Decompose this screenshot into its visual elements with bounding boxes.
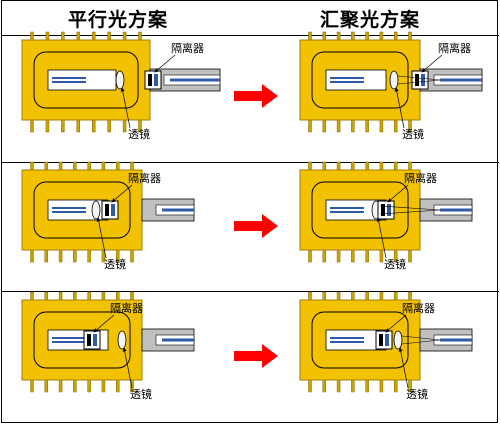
laser-chip [52,77,86,79]
isolator-core [93,334,97,346]
laser-chip [52,341,86,343]
laser-chip [52,81,86,83]
isolator-core [154,74,158,86]
output-fiber [162,338,194,342]
isolator-core [87,334,91,346]
laser-chip [330,77,364,79]
chip-substrate [47,69,117,91]
isolator-leader [421,54,443,73]
beam-line [379,209,441,215]
isolator-core [385,334,389,346]
inner-frame [33,311,131,369]
row-divider-2 [2,291,499,292]
lens [117,330,127,350]
isolator [101,200,119,220]
isolator-core [381,204,385,216]
row-divider-1 [2,162,499,163]
isolator-leader [387,184,409,203]
lens-leader [376,217,387,259]
output-fiber [162,208,194,212]
lens-leader [120,87,131,129]
output-fiber [170,78,220,82]
laser-chip [330,341,364,343]
header: 平行光方案 汇聚光方案 [2,1,499,35]
output-fiber [440,338,472,342]
lens [389,70,399,90]
lens-label: 透镜 [104,257,126,271]
isolator-leader [385,314,407,333]
beam-line [401,335,441,341]
isolator-core [415,74,419,86]
inner-frame [311,181,409,239]
isolator-label: 隔离器 [128,171,161,185]
chip-substrate [325,69,387,91]
right-column-title: 汇聚光方案 [320,9,421,31]
inner-frame [311,51,409,109]
isolator-core [387,204,391,216]
isolator-label: 隔离器 [404,171,437,185]
laser-chip [330,211,364,213]
lens-label: 透镜 [130,387,152,401]
isolator [411,70,429,90]
output-fiber [440,208,472,212]
lens-label: 透镜 [128,127,150,141]
lens-label: 透镜 [406,387,428,401]
lens-leader [122,347,133,389]
lens [115,70,125,90]
beam-line [379,205,441,211]
lens-leader [96,217,107,259]
isolator-label: 隔离器 [438,41,471,55]
isolator [375,330,393,350]
laser-chip [52,211,86,213]
isolator [144,70,162,90]
beam-line [401,339,441,345]
isolator-leader [111,184,133,203]
lens-label: 透镜 [402,127,424,141]
lens-label: 透镜 [384,257,406,271]
lens-leader [394,87,405,129]
isolator [377,200,395,220]
laser-chip [330,337,364,339]
red-arrow-3 [234,344,278,368]
inner-frame [311,311,409,369]
isolator-label: 隔离器 [402,301,435,315]
lens-leader [398,347,409,389]
isolator-core [148,74,152,86]
beam-line [397,79,441,85]
laser-chip [330,81,364,83]
isolator-leader [154,54,176,73]
left-column-title: 平行光方案 [68,9,169,31]
isolator-leader [93,314,115,333]
lens [393,330,403,350]
row-divider-top [2,35,499,36]
laser-chip [52,337,86,339]
output-fiber [440,78,482,82]
inner-frame [33,51,139,109]
isolator-core [421,74,425,86]
isolator-core [111,204,115,216]
isolator-core [105,204,109,216]
isolator [83,330,101,350]
beam-line [397,75,441,81]
red-arrow-1 [234,84,278,108]
red-arrow-2 [234,214,278,238]
isolator-core [379,334,383,346]
laser-chip [52,207,86,209]
isolator-label: 隔离器 [110,301,143,315]
laser-chip [330,207,364,209]
lens [91,200,101,220]
inner-frame [33,181,131,239]
isolator-label: 隔离器 [171,41,204,55]
